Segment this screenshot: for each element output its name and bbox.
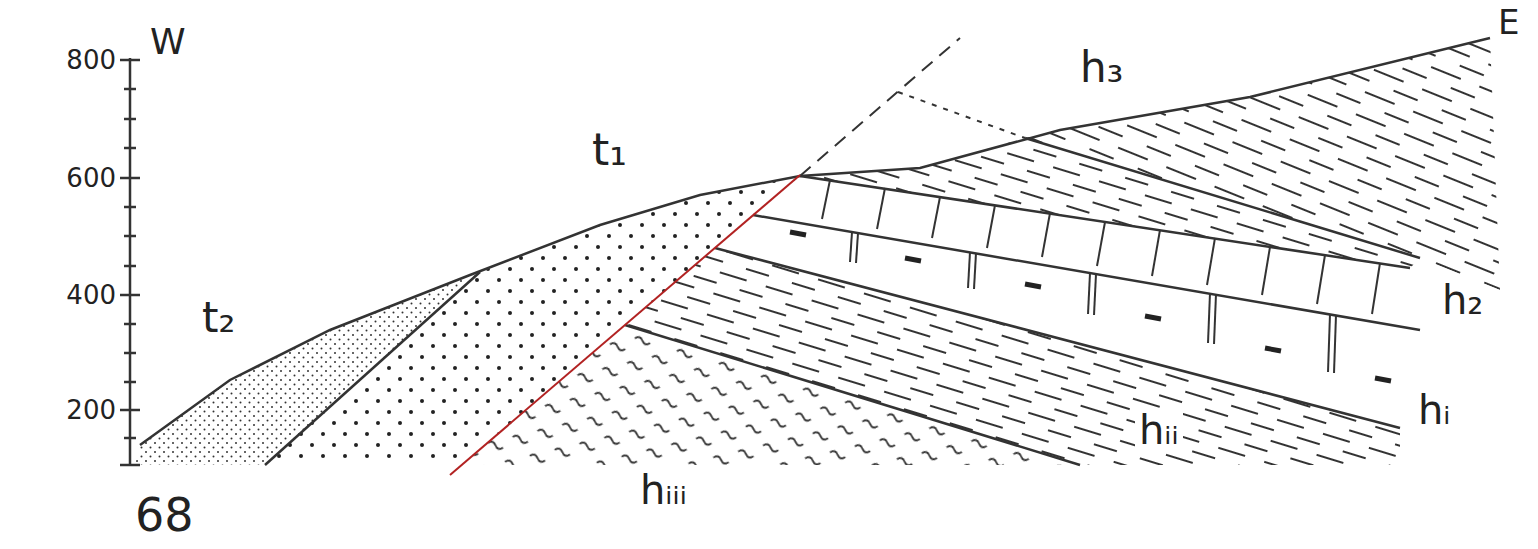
- unit-label: hᵢᵢ: [1135, 408, 1183, 452]
- unit-label: t₂: [202, 297, 235, 339]
- unit-label: h₂: [1442, 280, 1483, 320]
- figure-number: 68: [135, 492, 194, 538]
- unit-label: hᵢ: [1418, 390, 1451, 430]
- unit-label: hᵢᵢᵢ: [640, 470, 687, 510]
- axis-value: 200: [66, 397, 116, 423]
- direction-label: E: [1498, 5, 1519, 39]
- unit-label: t₁: [592, 128, 627, 172]
- axis-value: 400: [66, 282, 116, 308]
- axis-value: 800: [66, 47, 116, 73]
- direction-label: W: [150, 24, 186, 60]
- axis-value: 600: [66, 165, 116, 191]
- unit-label: h₃: [1080, 47, 1123, 89]
